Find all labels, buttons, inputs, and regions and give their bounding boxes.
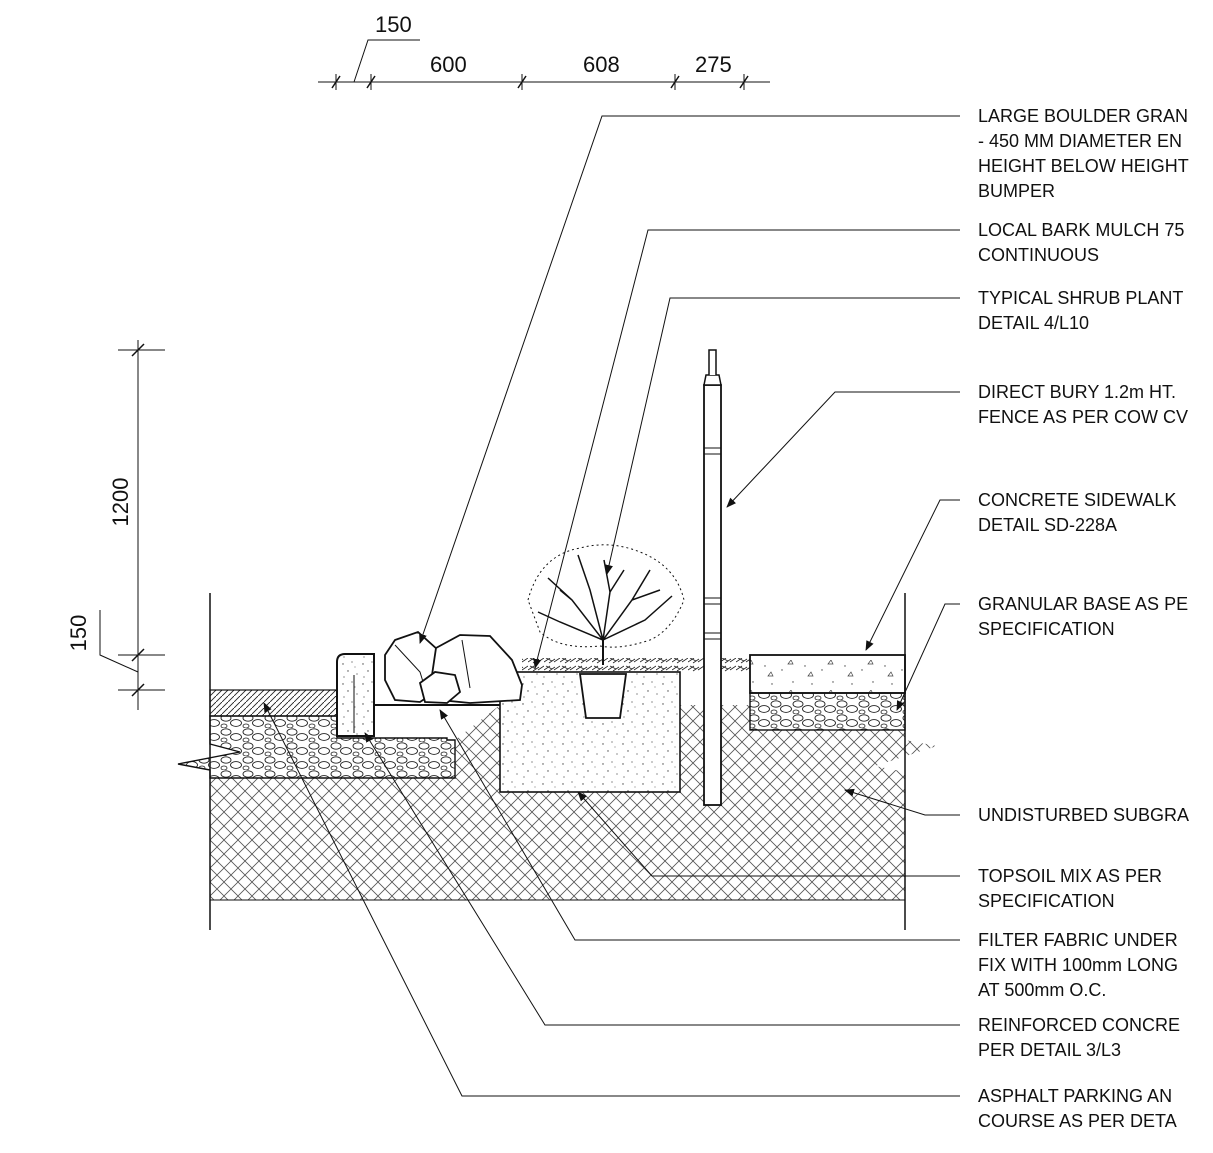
fence-post xyxy=(703,349,722,806)
label-asphalt: ASPHALT PARKING AN COURSE AS PER DETA xyxy=(978,1086,1177,1131)
dim-275: 275 xyxy=(695,52,732,77)
label-boulder: LARGE BOULDER GRAN - 450 MM DIAMETER EN … xyxy=(978,106,1193,201)
concrete-sidewalk xyxy=(749,654,906,731)
asphalt-pavement xyxy=(177,689,456,779)
top-dimension-line xyxy=(318,39,770,90)
label-granular-base: GRANULAR BASE AS PE SPECIFICATION xyxy=(978,594,1193,639)
shrub-plant xyxy=(527,544,685,719)
leader-lines xyxy=(263,115,960,1097)
mulch-layer xyxy=(522,658,750,672)
label-curb: REINFORCED CONCRE PER DETAIL 3/L3 xyxy=(978,1015,1185,1060)
subgrade-layer xyxy=(209,593,937,930)
dim-1200: 1200 xyxy=(108,478,133,527)
dim-150-top: 150 xyxy=(375,12,412,37)
dim-150-curb: 150 xyxy=(66,615,91,652)
label-shrub: TYPICAL SHRUB PLANT DETAIL 4/L10 xyxy=(978,288,1188,333)
dim-600: 600 xyxy=(430,52,467,77)
label-fence: DIRECT BURY 1.2m HT. FENCE AS PER COW CV xyxy=(978,382,1188,427)
label-filter-fabric: FILTER FABRIC UNDER FIX WITH 100mm LONG … xyxy=(978,930,1183,1000)
vertical-dimension-line xyxy=(99,340,165,710)
label-subgrade: UNDISTURBED SUBGRA xyxy=(978,805,1189,825)
label-sidewalk: CONCRETE SIDEWALK DETAIL SD-228A xyxy=(978,490,1181,535)
dim-608: 608 xyxy=(583,52,620,77)
boulders xyxy=(384,630,523,704)
concrete-curb xyxy=(336,653,375,737)
label-topsoil: TOPSOIL MIX AS PER SPECIFICATION xyxy=(978,866,1167,911)
label-mulch: LOCAL BARK MULCH 75 CONTINUOUS xyxy=(978,220,1189,265)
